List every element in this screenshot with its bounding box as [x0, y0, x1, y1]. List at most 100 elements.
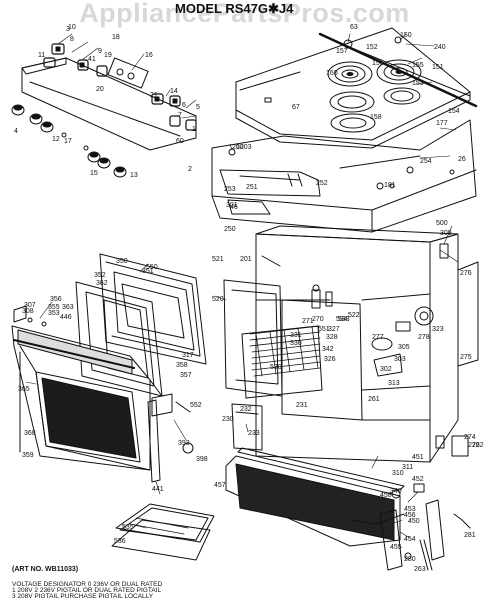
hinge-hardware	[379, 499, 471, 571]
part-label-152: 152	[366, 44, 378, 51]
part-label-9: 9	[98, 48, 102, 55]
part-label-351: 351	[142, 268, 154, 275]
part-label-358: 358	[176, 362, 188, 369]
oven-body	[223, 225, 459, 463]
part-label-357: 357	[180, 372, 192, 379]
part-label-307: 307	[24, 302, 36, 309]
part-label-150: 150	[400, 32, 412, 39]
drawer-base	[225, 435, 469, 547]
part-label-158: 158	[370, 114, 382, 121]
part-label-326: 326	[324, 356, 336, 363]
part-label-446: 446	[60, 314, 72, 321]
part-label-356: 356	[50, 296, 62, 303]
part-label-16: 16	[145, 52, 153, 59]
part-label-250: 250	[224, 226, 236, 233]
part-label-231: 231	[296, 402, 308, 409]
part-label-363: 363	[62, 304, 74, 311]
control-knobs	[11, 104, 127, 178]
part-label-151: 151	[432, 64, 444, 71]
part-label-311: 311	[402, 464, 414, 471]
part-label-313: 313	[388, 380, 400, 387]
part-label-277: 277	[372, 334, 384, 341]
part-label-331: 331	[290, 332, 302, 339]
part-label-157: 157	[336, 48, 348, 55]
part-label-6: 6	[182, 102, 186, 109]
part-label-521: 521	[212, 256, 224, 263]
diagram-title: MODEL RS47G✱J4	[175, 1, 294, 16]
part-label-533: 533	[338, 316, 350, 323]
part-label-350: 350	[116, 258, 128, 265]
part-label-281: 281	[464, 532, 476, 539]
part-label-160: 160	[326, 70, 338, 77]
part-label-1203: 1203	[236, 144, 252, 151]
right-side-components	[361, 243, 479, 391]
part-label-365: 365	[18, 386, 30, 393]
part-label-240: 240	[434, 44, 446, 51]
broiler-pan	[111, 503, 215, 561]
part-label-10: 10	[68, 24, 76, 31]
part-label-530: 530	[270, 364, 282, 371]
part-label-393: 393	[178, 440, 190, 447]
control-panel	[21, 43, 197, 151]
part-label-15: 15	[90, 170, 98, 177]
part-label-252: 252	[316, 180, 328, 187]
part-label-263: 263	[414, 566, 426, 573]
part-label-276: 276	[460, 270, 472, 277]
part-label-550: 550	[146, 264, 158, 271]
part-label-301: 301	[226, 202, 238, 209]
part-label-261: 261	[368, 396, 380, 403]
part-label-18: 18	[112, 34, 120, 41]
part-label-398: 398	[196, 456, 208, 463]
part-label-272: 272	[468, 442, 480, 449]
part-label-355: 355	[48, 304, 60, 311]
part-label-500: 500	[436, 220, 448, 227]
part-label-19: 19	[104, 52, 112, 59]
part-label-46: 46	[230, 204, 238, 211]
part-label-60: 60	[176, 138, 184, 145]
part-label-441: 441	[152, 486, 164, 493]
part-label-458: 458	[380, 492, 392, 499]
part-label-21: 21	[150, 92, 158, 99]
part-label-233: 233	[248, 430, 260, 437]
part-label-328: 328	[326, 334, 338, 341]
part-label-26: 26	[458, 156, 466, 163]
part-label-271: 271	[302, 318, 314, 325]
art-number: (ART NO. WB11033)	[12, 566, 79, 573]
part-label-536: 536	[114, 538, 126, 545]
part-label-323: 323	[432, 326, 444, 333]
part-label-274: 274	[464, 434, 476, 441]
voltage-note-1: VOLTAGE DESIGNATOR 0 236V OR DUAL RATED	[12, 581, 163, 588]
part-label-454: 454	[404, 536, 416, 543]
part-label-262: 262	[472, 442, 484, 449]
part-label-200: 200	[232, 144, 244, 151]
part-label-342: 342	[322, 346, 334, 353]
part-label-270: 270	[312, 316, 324, 323]
part-label-308: 308	[22, 308, 34, 315]
part-label-4: 4	[14, 128, 18, 135]
part-label-12: 12	[52, 136, 60, 143]
part-label-153: 153	[412, 80, 424, 87]
part-label-13: 13	[130, 172, 138, 179]
part-label-155: 155	[412, 62, 424, 69]
part-label-552: 552	[190, 402, 202, 409]
part-label-522: 522	[348, 312, 360, 319]
part-label-67: 67	[292, 104, 300, 111]
part-label-353: 353	[48, 310, 60, 317]
part-label-317: 317	[182, 352, 194, 359]
part-label-452: 452	[412, 476, 424, 483]
part-label-362: 362	[96, 280, 108, 287]
oven-door	[11, 253, 207, 483]
part-label-20: 20	[96, 86, 104, 93]
part-label-41: 41	[88, 56, 96, 63]
part-label-340: 340	[390, 488, 402, 495]
part-label-453: 453	[404, 506, 416, 513]
part-label-201: 201	[240, 256, 252, 263]
part-label-17: 17	[64, 138, 72, 145]
part-label-359: 359	[22, 452, 34, 459]
voltage-note-3: 3 208V PIGTAIL PURCHASE PIGTAIL LOCALLY	[12, 593, 154, 600]
part-label-535: 535	[122, 524, 134, 531]
part-label-11: 11	[38, 52, 46, 59]
cooktop	[235, 27, 478, 149]
part-label-8: 8	[70, 36, 74, 43]
